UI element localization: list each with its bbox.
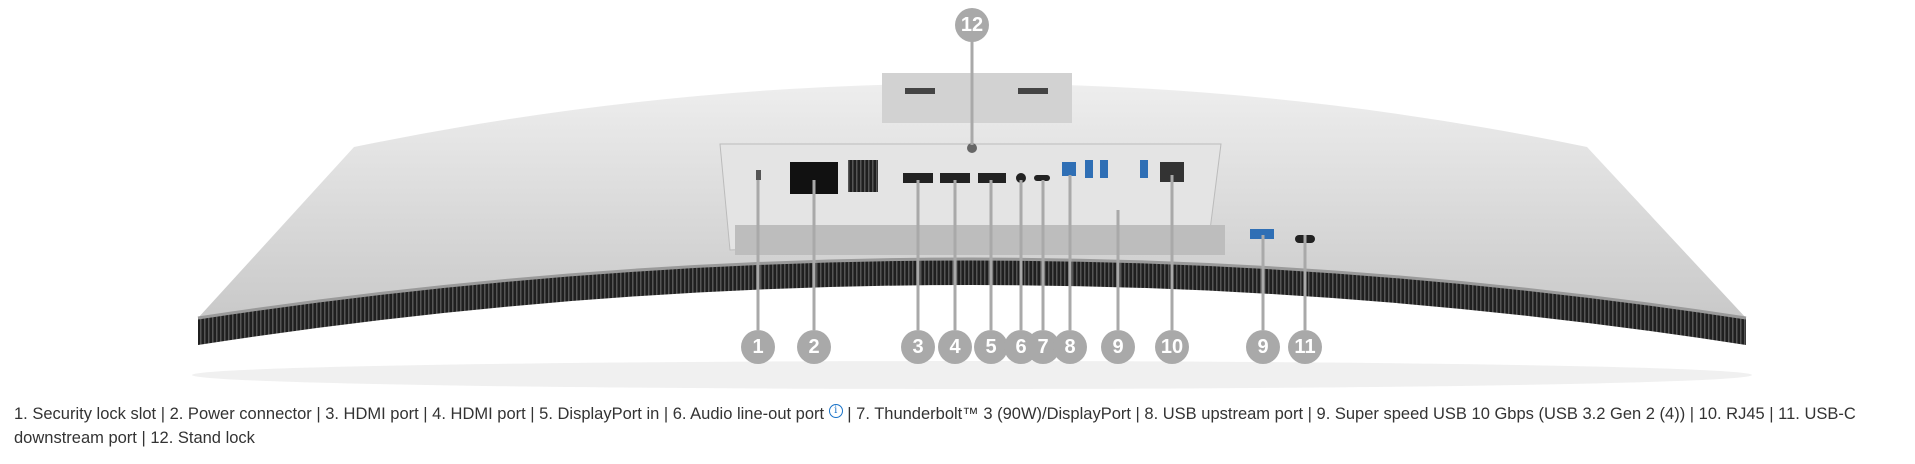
callout-7-number: 7: [1037, 336, 1048, 358]
callout-3-number: 3: [912, 336, 923, 358]
callout-11: [1288, 330, 1322, 364]
stand-lock: [967, 143, 977, 153]
vent-band: [198, 259, 1746, 345]
callout-3: [901, 330, 935, 364]
callout-7: [1026, 330, 1060, 364]
callout-8-number: 8: [1064, 336, 1075, 358]
info-icon[interactable]: i: [828, 403, 843, 418]
rj45-port: [1160, 162, 1184, 182]
floor-shadow: [192, 361, 1752, 389]
callout-11-number: 11: [1294, 336, 1315, 358]
usb-port: [1085, 160, 1093, 178]
usb-upstream-port: [1062, 162, 1076, 176]
hdmi-port-2: [940, 173, 970, 183]
ports-caption: 1. Security lock slot | 2. Power connect…: [14, 402, 1909, 450]
caption-part-2: | 7. Thunderbolt™ 3 (90W)/DisplayPort | …: [14, 405, 1856, 447]
callout-6-number: 6: [1015, 336, 1026, 358]
callout-9: [1246, 330, 1280, 364]
usb-port: [1100, 160, 1108, 178]
side-usb-port: [1250, 229, 1274, 239]
hdmi-port-1: [903, 173, 933, 183]
callout-10: [1155, 330, 1189, 364]
callout-1-number: 1: [752, 336, 763, 358]
security-lock-slot: [756, 170, 761, 180]
callout-2: [797, 330, 831, 364]
callout-10-number: 10: [1161, 336, 1183, 358]
callout-4-number: 4: [949, 336, 961, 358]
callout-5: [974, 330, 1008, 364]
callout-8: [1053, 330, 1087, 364]
audio-out-port: [1016, 173, 1026, 183]
callout-5-number: 5: [985, 336, 996, 358]
usb-port: [1140, 160, 1148, 178]
displayport-in: [978, 173, 1006, 183]
callout-9-number: 9: [1257, 336, 1268, 358]
callout-2-number: 2: [808, 336, 819, 358]
stand-mount: [882, 73, 1072, 123]
callout-9: [1101, 330, 1135, 364]
callout-9-number: 9: [1112, 336, 1123, 358]
callout-4: [938, 330, 972, 364]
callout-1: [741, 330, 775, 364]
caption-part-1: 1. Security lock slot | 2. Power connect…: [14, 405, 829, 423]
thunderbolt-port: [1034, 175, 1050, 181]
callout-12-number: 12: [961, 14, 983, 36]
callout-12: [955, 8, 989, 42]
